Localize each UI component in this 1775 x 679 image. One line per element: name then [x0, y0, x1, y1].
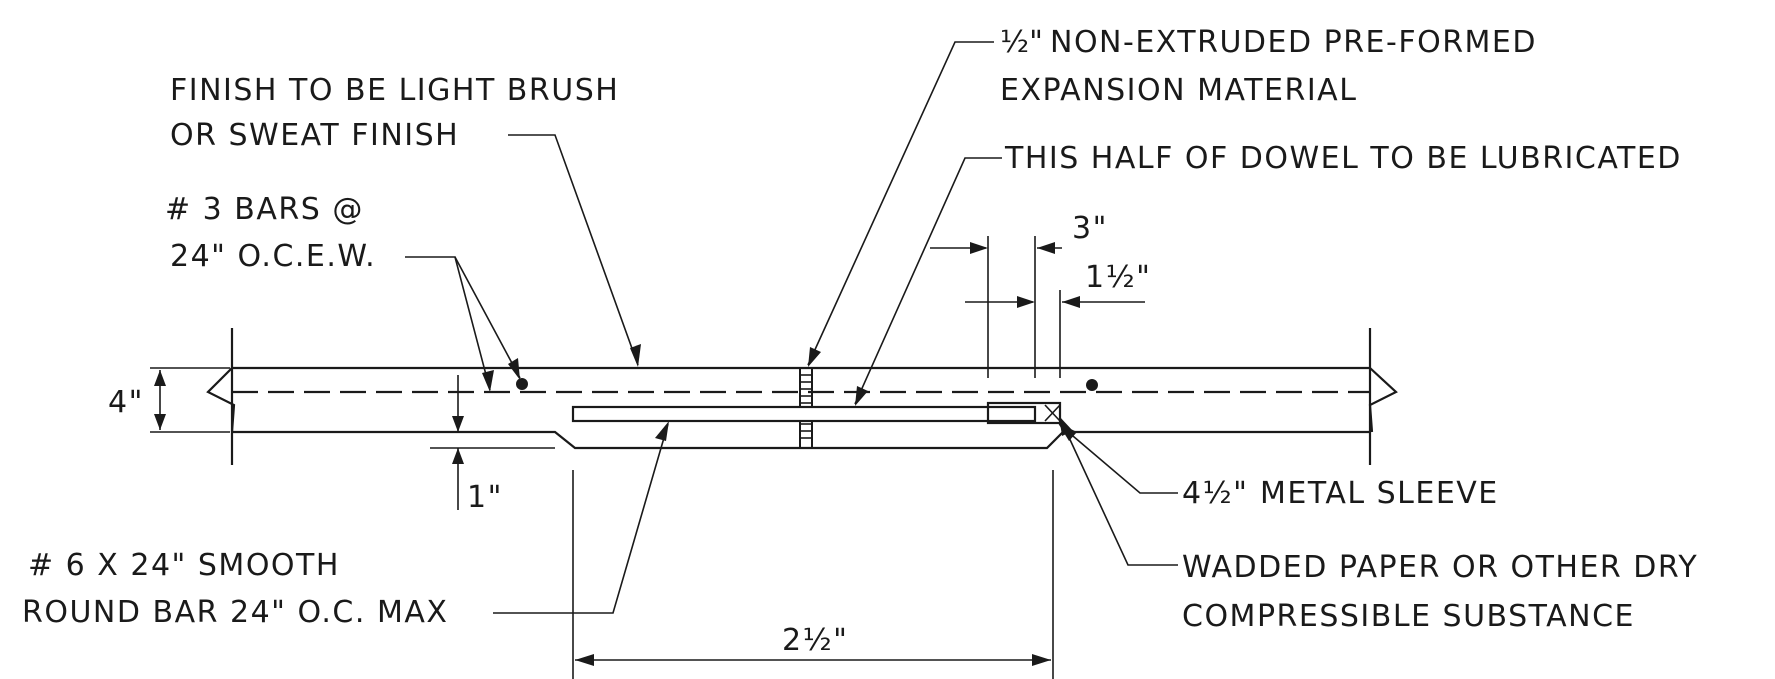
gap-dimensions — [930, 236, 1145, 378]
sleeve-note-prefix: 4½" — [1182, 476, 1248, 511]
bar-dot-right — [1086, 379, 1098, 391]
bar-dot-left — [516, 378, 528, 390]
gap-3-label: 3" — [1072, 211, 1108, 246]
thickness-label: 4" — [108, 385, 144, 420]
bars-note-line1: # 3 BARS @ — [165, 192, 364, 227]
wadded-paper — [1044, 404, 1061, 422]
paper-note-line1: WADDED PAPER OR OTHER DRY — [1182, 550, 1698, 585]
sleeve-note-text: METAL SLEEVE — [1260, 476, 1499, 511]
expansion-note-line2: EXPANSION MATERIAL — [1000, 73, 1357, 108]
dowel-bar — [571, 405, 1037, 423]
finish-note-line2: OR SWEAT FINISH — [170, 118, 459, 153]
bars-note-line2: 24" O.C.E.W. — [170, 239, 376, 274]
expansion-note-fraction: ½" — [1000, 25, 1043, 60]
dowel-note-line2: ROUND BAR 24" O.C. MAX — [22, 595, 448, 630]
leaders — [405, 41, 1178, 614]
finish-note-line1: FINISH TO BE LIGHT BRUSH — [170, 73, 619, 108]
gap-1-5-label: 1½" — [1085, 260, 1151, 295]
metal-sleeve — [986, 401, 1062, 425]
offset-label: 1" — [467, 480, 503, 515]
dowel-note-line1: # 6 X 24" SMOOTH — [28, 548, 340, 583]
span-dimension — [572, 470, 1054, 679]
span-label: 2½" — [782, 623, 848, 658]
paper-note-line2: COMPRESSIBLE SUBSTANCE — [1182, 599, 1635, 634]
offset-dimension — [430, 375, 555, 510]
lubricated-note: THIS HALF OF DOWEL TO BE LUBRICATED — [1004, 141, 1682, 176]
thickness-dimension — [150, 367, 230, 433]
expansion-note-line1: NON-EXTRUDED PRE-FORMED — [1050, 25, 1537, 60]
